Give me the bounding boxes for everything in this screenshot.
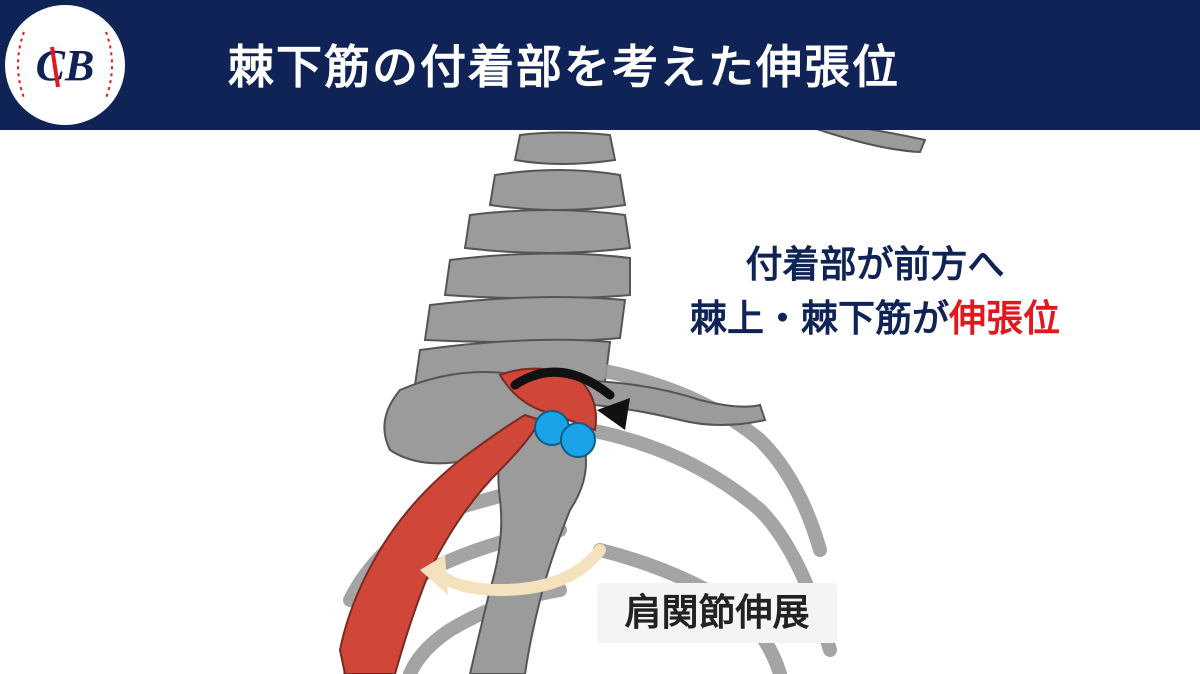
page-title: 棘下筋の付着部を考えた伸張位 — [228, 40, 900, 94]
note-highlight: 伸張位 — [949, 297, 1060, 340]
movement-label: 肩関節伸展 — [624, 591, 810, 634]
note-line1: 付着部が前方へ — [745, 243, 1005, 286]
skeleton-illustration — [338, 130, 927, 674]
logo-text: CB — [36, 41, 95, 90]
logo: CB — [5, 5, 125, 125]
extension-arrow-icon — [434, 544, 606, 597]
rotation-arrow-icon — [510, 367, 615, 400]
note-line2-prefix: 棘上・棘下筋が — [690, 297, 949, 340]
infraspinatus-muscle — [338, 413, 542, 674]
attachment-point-icon — [560, 422, 596, 458]
spine — [413, 131, 632, 387]
header-bar: CB 棘下筋の付着部を考えた伸張位 — [0, 0, 1200, 130]
note-line2: 棘上・棘下筋が伸張位 — [640, 292, 1110, 346]
annotation-note: 付着部が前方へ 棘上・棘下筋が伸張位 — [640, 238, 1110, 346]
movement-label-box: 肩関節伸展 — [597, 583, 837, 643]
clavicle — [816, 130, 927, 154]
